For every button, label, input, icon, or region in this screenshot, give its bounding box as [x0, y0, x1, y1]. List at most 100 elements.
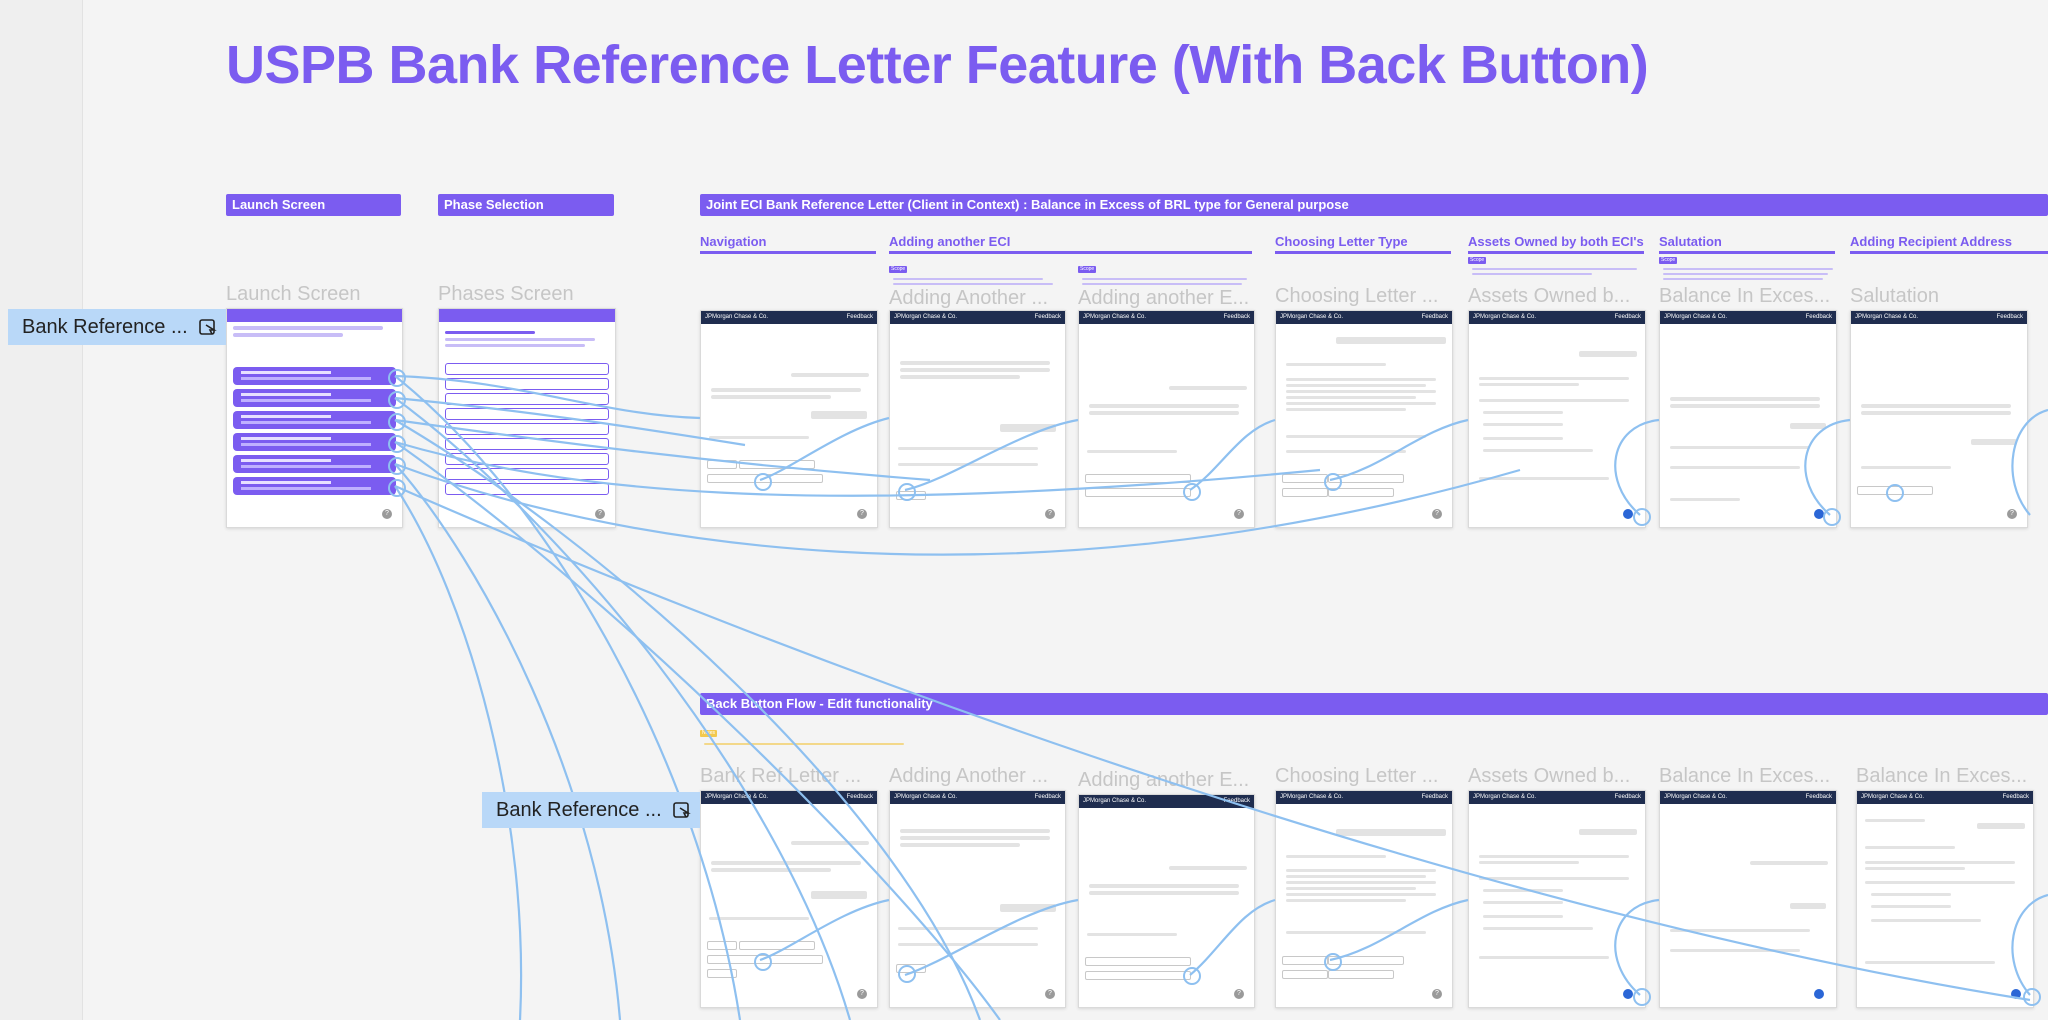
flow-option[interactable]: [233, 433, 396, 451]
frame-back-adding-2[interactable]: JPMorgan Chase & Co.Feedback ?: [1078, 794, 1255, 1008]
connector-node[interactable]: [388, 457, 406, 475]
frame-recipient-address[interactable]: JPMorgan Chase & Co.Feedback ?: [1850, 310, 2028, 528]
frame-back-balance-2[interactable]: JPMorgan Chase & Co.Feedback: [1856, 790, 2034, 1008]
connector-node[interactable]: [1183, 967, 1201, 985]
phase-option[interactable]: [445, 483, 609, 495]
frame-label[interactable]: Assets Owned b...: [1468, 765, 1631, 787]
help-icon[interactable]: ?: [1234, 989, 1244, 999]
frame-header: [227, 309, 402, 322]
scope-note: [1663, 278, 1823, 280]
send-icon[interactable]: [1623, 989, 1633, 999]
help-icon[interactable]: ?: [1234, 509, 1244, 519]
flow-option[interactable]: [233, 477, 396, 495]
frame-back-assets[interactable]: JPMorgan Chase & Co.Feedback: [1468, 790, 1646, 1008]
flow-option[interactable]: [233, 389, 396, 407]
help-icon[interactable]: ?: [1045, 509, 1055, 519]
frame-label[interactable]: Adding another E...: [1078, 769, 1250, 791]
frame-label[interactable]: Balance In Exces...: [1659, 285, 1831, 307]
phase-option[interactable]: [445, 408, 609, 420]
frame-salutation[interactable]: JPMorgan Chase & Co.Feedback: [1659, 310, 1837, 528]
connector-node[interactable]: [1324, 473, 1342, 491]
scope-note: [1472, 273, 1592, 275]
frame-label[interactable]: Balance In Exces...: [1659, 765, 1831, 787]
connector-node[interactable]: [1823, 508, 1841, 526]
connector-node[interactable]: [898, 965, 916, 983]
frame-back-balance-1[interactable]: JPMorgan Chase & Co.Feedback: [1659, 790, 1837, 1008]
notes-text: [704, 743, 904, 745]
connector-node[interactable]: [388, 391, 406, 409]
prototype-start-button[interactable]: Bank Reference ...: [8, 309, 226, 345]
step-divider: [1468, 251, 1644, 254]
connector-node[interactable]: [388, 435, 406, 453]
send-icon[interactable]: [1814, 989, 1824, 999]
frame-label[interactable]: Adding Another ...: [889, 765, 1049, 787]
connector-node[interactable]: [754, 953, 772, 971]
connector-node[interactable]: [1183, 483, 1201, 501]
frame-choosing-letter[interactable]: JPMorgan Chase & Co.Feedback ?: [1275, 310, 1453, 528]
phase-option[interactable]: [445, 468, 609, 480]
frame-label[interactable]: Launch Screen: [226, 283, 361, 305]
frame-label[interactable]: Adding another E...: [1078, 287, 1250, 309]
frame-header: JPMorgan Chase & Co.Feedback: [1851, 311, 2027, 324]
frame-adding-eci-2[interactable]: JPMorgan Chase & Co.Feedback ?: [1078, 310, 1255, 528]
frame-label[interactable]: Assets Owned b...: [1468, 285, 1631, 307]
frame-back-navigation[interactable]: JPMorgan Chase & Co.Feedback ?: [700, 790, 878, 1008]
frame-header: JPMorgan Chase & Co.Feedback: [1276, 791, 1452, 804]
scope-tag: Scope: [1468, 257, 1487, 264]
prototype-start-button[interactable]: Bank Reference ...: [482, 792, 700, 828]
scope-tag: Scope: [1078, 266, 1097, 273]
send-icon[interactable]: [2011, 989, 2021, 999]
connector-node[interactable]: [898, 483, 916, 501]
connector-node[interactable]: [1633, 508, 1651, 526]
scope-note: [1472, 268, 1637, 270]
step-divider: [1275, 251, 1451, 254]
help-icon[interactable]: ?: [2007, 509, 2017, 519]
help-icon[interactable]: ?: [1045, 989, 1055, 999]
frame-adding-eci-1[interactable]: JPMorgan Chase & Co.Feedback ?: [889, 310, 1066, 528]
frame-phases-screen[interactable]: ?: [438, 308, 616, 528]
phase-option[interactable]: [445, 423, 609, 435]
flow-option[interactable]: [233, 411, 396, 429]
section-launch-screen[interactable]: Launch Screen: [226, 194, 401, 216]
phase-option[interactable]: [445, 438, 609, 450]
frame-navigation[interactable]: JPMorgan Chase & Co.Feedback ?: [700, 310, 878, 528]
connector-node[interactable]: [1633, 988, 1651, 1006]
section-phase-selection[interactable]: Phase Selection: [438, 194, 614, 216]
connector-node[interactable]: [388, 369, 406, 387]
phase-option[interactable]: [445, 363, 609, 375]
help-icon[interactable]: ?: [1432, 509, 1442, 519]
connector-node[interactable]: [2023, 988, 2041, 1006]
help-icon[interactable]: ?: [857, 989, 867, 999]
connector-node[interactable]: [388, 413, 406, 431]
connector-node[interactable]: [754, 473, 772, 491]
connector-node[interactable]: [1324, 953, 1342, 971]
frame-assets-owned[interactable]: JPMorgan Chase & Co.Feedback: [1468, 310, 1646, 528]
flow-option[interactable]: [233, 455, 396, 473]
phase-option[interactable]: [445, 453, 609, 465]
phase-option[interactable]: [445, 393, 609, 405]
frame-back-choosing[interactable]: JPMorgan Chase & Co.Feedback ?: [1275, 790, 1453, 1008]
section-joint-eci[interactable]: Joint ECI Bank Reference Letter (Client …: [700, 194, 2048, 216]
help-icon[interactable]: ?: [857, 509, 867, 519]
step-divider: [700, 251, 876, 254]
connector-node[interactable]: [1886, 484, 1904, 502]
help-icon[interactable]: ?: [1432, 989, 1442, 999]
frame-label[interactable]: Adding Another ...: [889, 287, 1049, 309]
help-icon[interactable]: ?: [595, 509, 605, 519]
frame-label[interactable]: Balance In Exces...: [1856, 765, 2028, 787]
phase-option[interactable]: [445, 378, 609, 390]
help-icon[interactable]: ?: [382, 509, 392, 519]
frame-label[interactable]: Salutation: [1850, 285, 1939, 307]
frame-label[interactable]: Choosing Letter ...: [1275, 285, 1439, 307]
frame-label[interactable]: Phases Screen: [438, 283, 574, 305]
connector: [394, 485, 523, 1020]
scope-note: [893, 278, 1043, 280]
send-icon[interactable]: [1623, 509, 1633, 519]
section-back-button-flow[interactable]: Back Button Flow - Edit functionality: [700, 693, 2048, 715]
frame-label[interactable]: Bank Ref Letter ...: [700, 765, 862, 787]
frame-header: JPMorgan Chase & Co.Feedback: [890, 311, 1065, 324]
frame-label[interactable]: Choosing Letter ...: [1275, 765, 1439, 787]
connector-node[interactable]: [388, 479, 406, 497]
frame-launch-screen[interactable]: ?: [226, 308, 403, 528]
flow-option[interactable]: [233, 367, 396, 385]
